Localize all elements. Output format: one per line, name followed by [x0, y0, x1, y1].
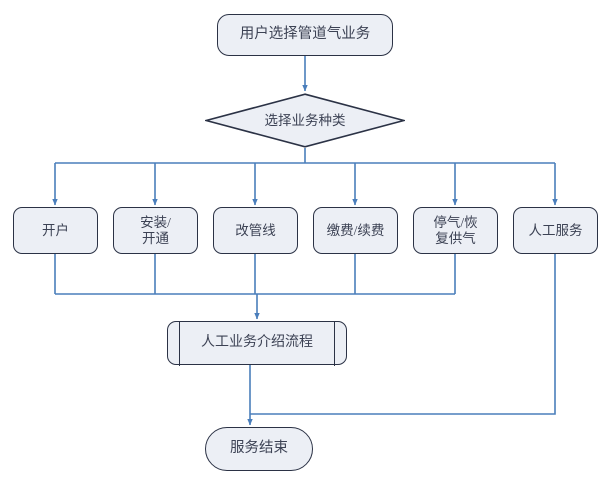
start-node-label: 用户选择管道气业务 [239, 26, 371, 43]
option-node-tingqi-huifu[interactable]: 停气/恢 复供气 [413, 207, 498, 254]
decision-node[interactable]: 选择业务种类 [205, 93, 405, 148]
end-node-label: 服务结束 [230, 440, 288, 457]
edge-option-5-to-end [250, 254, 556, 415]
process-node-label: 人工业务介绍流程 [201, 334, 313, 350]
end-node[interactable]: 服务结束 [205, 427, 313, 471]
option-node-label: 改管线 [235, 222, 276, 238]
start-node[interactable]: 用户选择管道气业务 [217, 14, 393, 56]
option-node-label: 缴费/续费 [326, 222, 385, 238]
option-node-kaihu[interactable]: 开户 [13, 207, 98, 254]
option-node-label: 人工服务 [528, 222, 583, 238]
option-node-gaiguanxian[interactable]: 改管线 [213, 207, 298, 254]
predefined-process-bar-right [334, 320, 335, 366]
option-node-label: 开户 [42, 222, 69, 238]
option-node-jiaofei-xufei[interactable]: 缴费/续费 [313, 207, 398, 254]
process-node[interactable]: 人工业务介绍流程 [167, 320, 347, 366]
option-node-rengong-fuwu[interactable]: 人工服务 [513, 207, 598, 254]
option-node-label: 停气/恢 复供气 [433, 214, 478, 246]
option-node-anzhuang-kaitong[interactable]: 安装/ 开通 [113, 207, 198, 254]
diamond-shape-icon [205, 93, 405, 148]
option-node-label: 安装/ 开通 [140, 214, 171, 246]
decision-node-label: 选择业务种类 [264, 112, 346, 128]
predefined-process-bar-left [179, 320, 180, 366]
